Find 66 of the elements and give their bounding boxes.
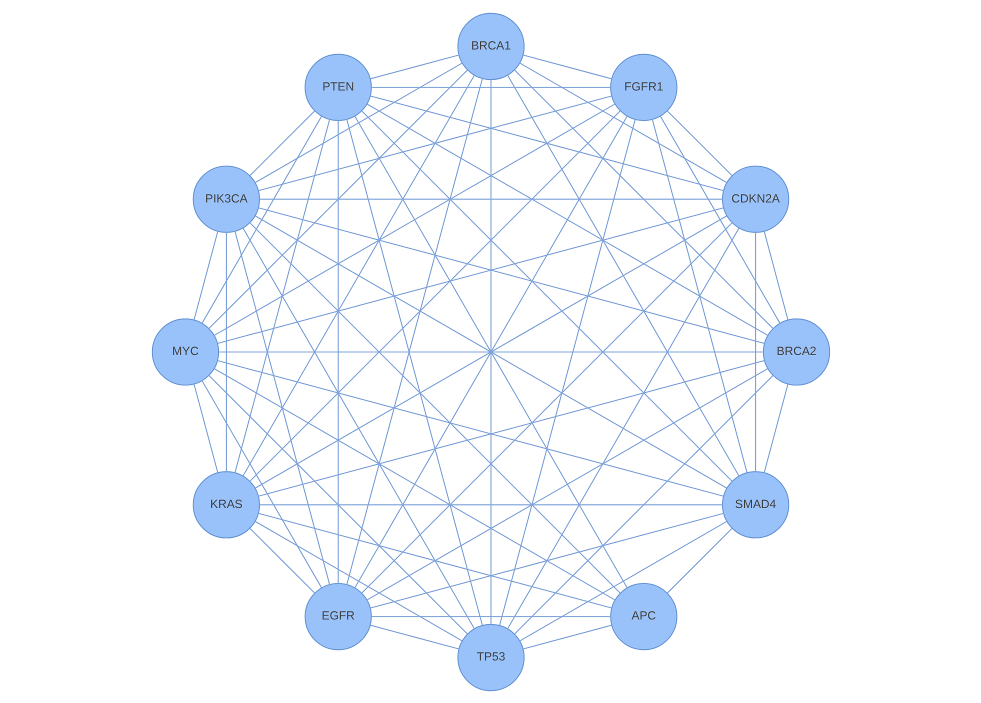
connector [254,214,727,488]
connector [370,86,610,88]
connector [208,374,468,634]
connector [360,222,732,593]
connector [214,368,615,600]
connector [193,230,218,320]
connector [249,110,620,481]
connector [666,528,732,593]
connector [763,383,788,472]
connector [519,62,727,183]
connector [659,115,780,323]
connector [249,110,314,176]
connector [522,54,612,79]
node-circle: PTEN [304,53,372,121]
connector [506,227,739,629]
connector [337,120,338,583]
connector [249,222,620,593]
connector [519,520,727,641]
connector [514,69,773,328]
connector [258,94,612,191]
connector [490,79,492,624]
connector [666,110,732,176]
connector [370,54,459,79]
node-circle: CDKN2A [721,165,789,232]
connector [242,227,474,629]
connector [498,119,636,625]
node-circle: EGFR [304,582,372,650]
connector [259,504,722,505]
connector [370,624,459,649]
connector [506,74,740,476]
connector [249,528,314,593]
node-circle: MYC [151,318,219,386]
node-circle: SMAD4 [721,470,789,538]
node-circle: PIK3CA [192,165,260,232]
node-circle: BRCA1 [456,12,524,80]
connector [370,512,724,608]
node-circle: APC [610,582,677,650]
connector [371,616,610,617]
connector [234,230,330,584]
connector [763,230,788,320]
connector [225,232,226,471]
connector [370,94,724,191]
connector [218,350,763,352]
connector [193,383,218,472]
connector [361,110,732,482]
connector [242,74,474,476]
connector [354,115,628,588]
connector [254,62,462,183]
connector [201,380,322,588]
connector [366,368,768,600]
connector [208,69,468,328]
connector [234,118,330,472]
node-circle: TP53 [456,623,524,691]
connector [201,115,322,323]
connector [258,512,612,608]
connector [366,103,768,336]
connector [254,520,462,641]
node-circle: BRCA2 [762,318,830,386]
node-circle: FGFR1 [610,53,677,121]
connector [522,624,612,649]
connector [214,102,615,336]
node-circle: KRAS [192,470,260,538]
connector [754,232,756,471]
connector [514,374,773,634]
connector [651,118,748,472]
connector [259,198,722,200]
